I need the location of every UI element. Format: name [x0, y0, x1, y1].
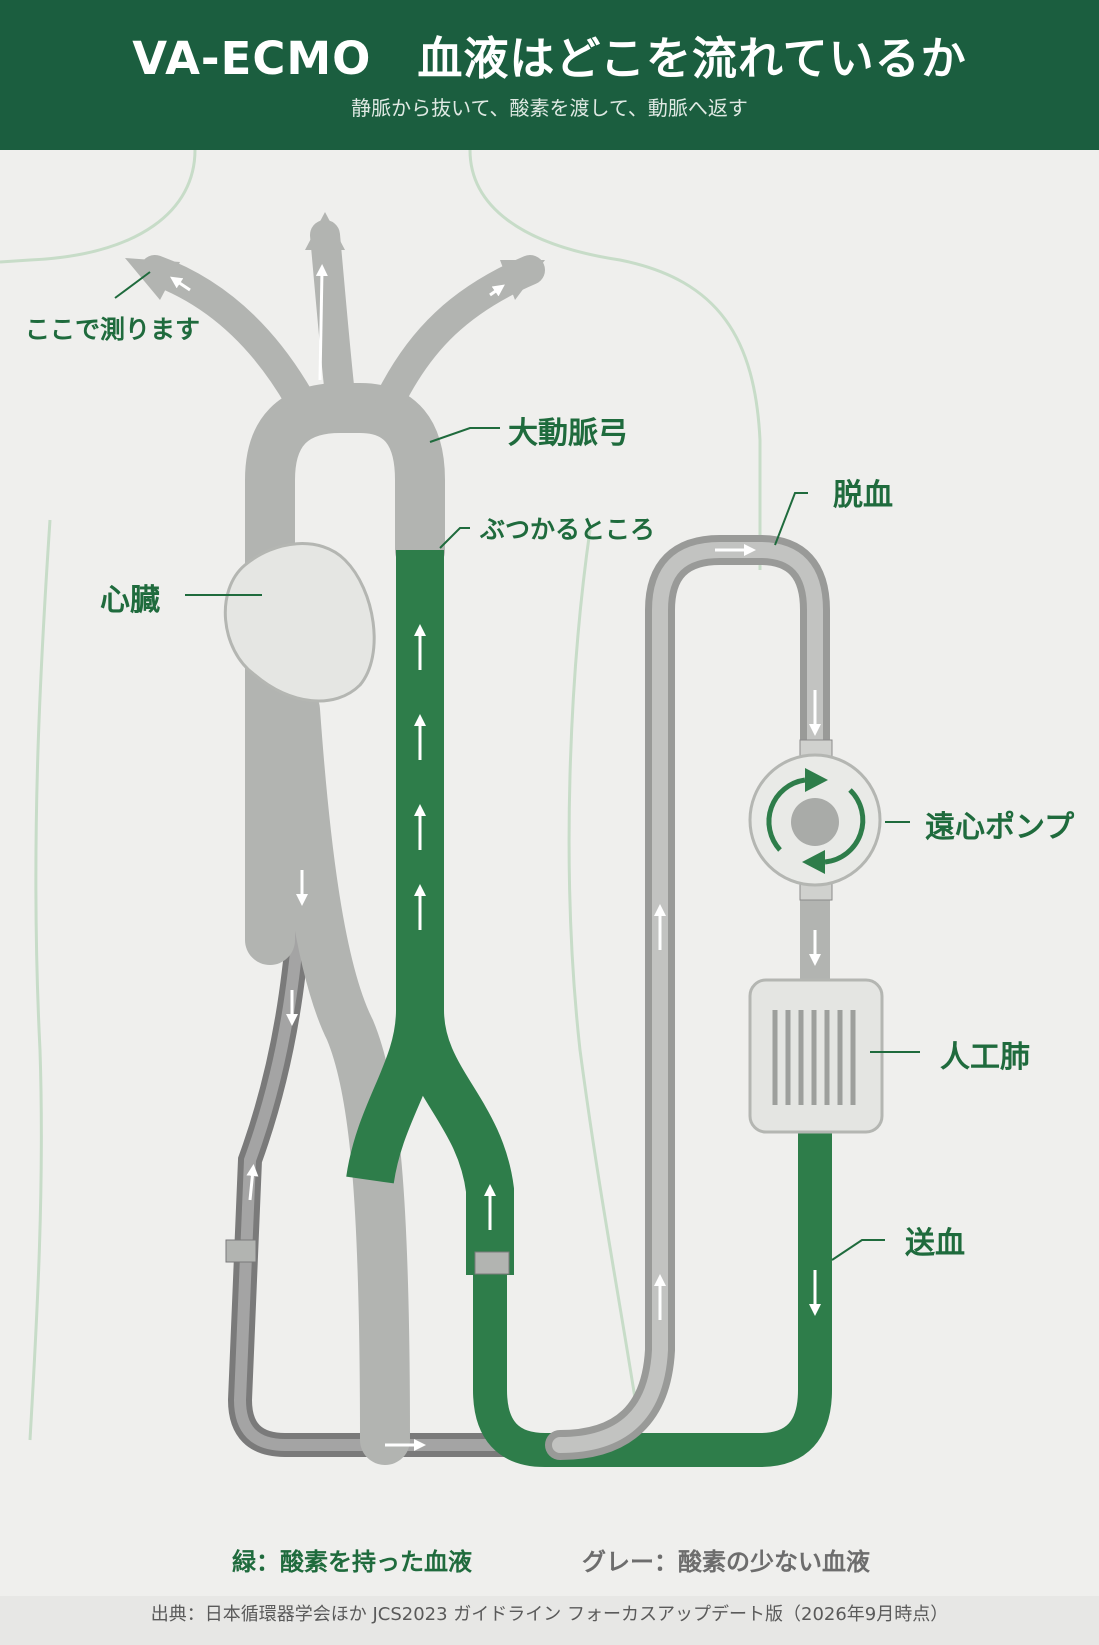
branch-arrow-left [125, 258, 180, 300]
legend-oxygenated: 緑：酸素を持った血液 [232, 1548, 472, 1576]
pump-rotation-arrow-2 [824, 788, 866, 865]
heart-shape [223, 542, 376, 703]
aorta-green [346, 550, 514, 1275]
source-citation: 出典：日本循環器学会ほか JCS2023 ガイドライン フォーカスアップデート版… [0, 1596, 1099, 1645]
label-centrifugal-pump: 遠心ポンプ [925, 810, 1075, 845]
circulation-diagram [0, 150, 920, 1467]
label-aortic-arch: 大動脈弓 [508, 416, 628, 451]
page-title: VA-ECMO 血液はどこを流れているか [132, 32, 967, 85]
arch-branches [140, 220, 545, 415]
label-heart: 心臓 [100, 583, 160, 618]
pump-rotation-arrow-1 [766, 777, 806, 852]
oxygenator-fibers [772, 1010, 856, 1105]
body-outline [0, 150, 762, 1441]
flow-arrows [170, 264, 821, 1451]
branch-arrow-right [500, 260, 545, 300]
branch-arrow-top [305, 212, 345, 250]
return-line [473, 1113, 832, 1467]
return-connector [474, 1251, 510, 1275]
page-subtitle: 静脈から抜いて、酸素を渡して、動脈へ返す [351, 96, 748, 120]
drain-connector [225, 1239, 257, 1263]
label-oxygenator: 人工肺 [940, 1040, 1030, 1075]
label-return: 送血 [905, 1226, 965, 1261]
label-collision-zone: ぶつかるところ [480, 515, 656, 544]
header-banner: VA-ECMO 血液はどこを流れているか 静脈から抜いて、酸素を渡して、動脈へ返… [0, 0, 1099, 150]
legend-deoxygenated: グレー：酸素の少ない血液 [582, 1548, 870, 1576]
diagram-stage: ここで測ります 大動脈弓 ぶつかるところ 心臓 脱血 遠心ポンプ 人工肺 送血 [0, 150, 1099, 1580]
leader-lines [114, 271, 920, 1261]
label-measure-point: ここで測ります [25, 315, 201, 344]
pump-rotor [791, 798, 839, 846]
label-drainage: 脱血 [833, 478, 893, 513]
